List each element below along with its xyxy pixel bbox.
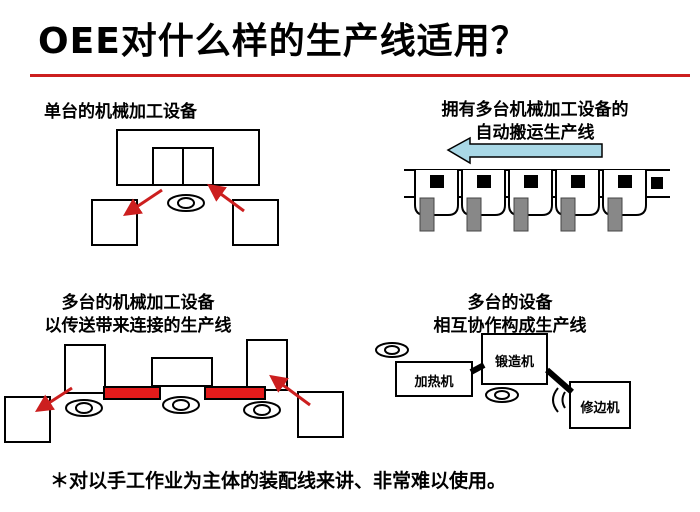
arrow-to-input [123, 188, 163, 216]
stations [414, 170, 647, 216]
output-tray [297, 391, 344, 438]
arrow-to-input [34, 386, 73, 412]
label-cooperative-line-1: 多台的设备 [467, 293, 553, 313]
automated-line-diagram [404, 136, 670, 232]
forge-label: 锻造机 [494, 355, 534, 370]
heater-machine [395, 361, 473, 397]
forge-machine [481, 333, 548, 385]
label-conveyor-line-2: 以传送带来连接的生产线 [44, 316, 232, 336]
cooperative-line-diagram [375, 333, 631, 429]
label-cooperative-line-2: 相互协作构成生产线 [433, 316, 587, 336]
conveyor-1 [103, 386, 161, 400]
trimmer-label: 修边机 [580, 401, 620, 416]
single-machine-diagram [91, 129, 279, 246]
arrow-from-output [269, 374, 311, 407]
link-forge-trimmer [545, 367, 574, 395]
heater-label: 加热机 [414, 375, 454, 390]
machine-slot-right [182, 147, 214, 186]
input-tray [91, 199, 138, 246]
operator-icons [65, 396, 281, 419]
input-tray [4, 396, 51, 443]
operator-icons [375, 342, 566, 413]
workpieces [430, 175, 663, 189]
footnote: ＊对以手工作业为主体的装配线来讲、非常难以使用。 [50, 470, 507, 492]
link-heater-forge [469, 362, 486, 375]
label-auto-line-2: 自动搬运生产线 [475, 123, 595, 143]
label-conveyor-line-1: 多台的机械加工设备 [61, 293, 215, 313]
machine-1 [64, 344, 106, 394]
conveyor-2 [204, 386, 266, 400]
trimmer-machine [569, 381, 631, 429]
title-underline [30, 74, 690, 77]
operator-icon [167, 194, 205, 212]
machine-2 [151, 357, 213, 387]
transfer-direction-arrow [446, 136, 603, 165]
machine-heads [419, 197, 623, 232]
label-auto-line-1: 拥有多台机械加工设备的 [441, 100, 629, 120]
arrow-from-output [207, 183, 245, 213]
page-title: OEE对什么样的生产线适用？ [38, 21, 528, 62]
conveyor-line-diagram [4, 339, 344, 443]
machine-slot-left [152, 147, 184, 186]
label-single-machine: 单台的机械加工设备 [44, 102, 197, 122]
